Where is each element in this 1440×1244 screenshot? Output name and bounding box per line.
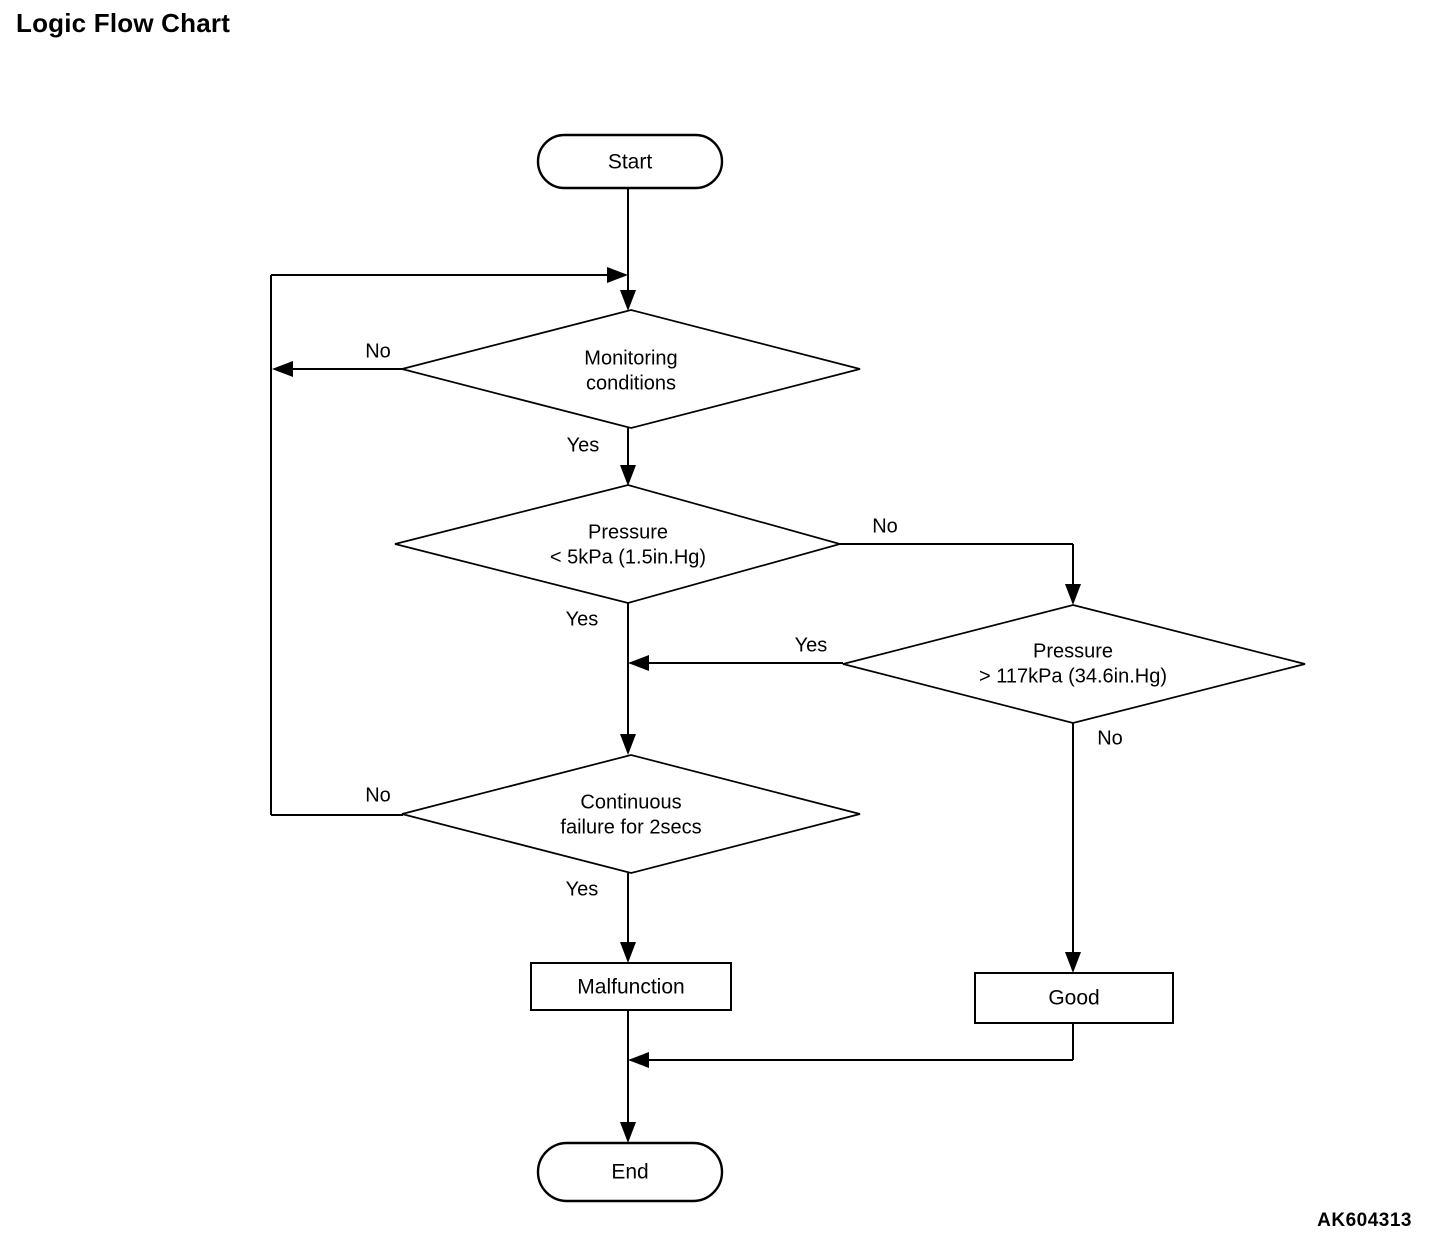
node-pressure-low-label-line2: < 5kPa (1.5in.Hg) (550, 546, 706, 568)
arrowhead-icon (607, 267, 628, 283)
node-end[interactable]: End (536, 1141, 724, 1203)
node-monitoring-label-line2: conditions (586, 372, 676, 394)
edge-good-to-join (628, 1023, 1074, 1068)
node-end-shape[interactable] (536, 1141, 724, 1203)
arrowhead-icon (620, 942, 636, 963)
node-monitoring-shape[interactable] (401, 309, 861, 429)
node-continuous-failure-shape[interactable] (401, 754, 861, 874)
node-pressure-high-shape[interactable] (842, 604, 1306, 724)
edge-label-phigh-no: No (1097, 727, 1123, 749)
arrowhead-icon (620, 734, 636, 755)
page-title: Logic Flow Chart (16, 8, 231, 38)
edge-monitoring-no (272, 361, 403, 377)
node-monitoring-label-line1: Monitoring (584, 347, 677, 369)
arrowhead-icon (628, 1052, 649, 1068)
arrowhead-icon (620, 1122, 636, 1143)
edge-phigh-no (1065, 723, 1081, 973)
figure-code-label: AK604313 (1317, 1210, 1412, 1231)
edge-monitoring-yes (620, 428, 636, 486)
edge-label-contfail-yes: Yes (566, 878, 599, 900)
edge-label-phigh-yes: Yes (795, 634, 828, 656)
node-pressure-low-label-line1: Pressure (588, 521, 668, 543)
node-pressure-high-label-line1: Pressure (1033, 640, 1113, 662)
node-good-shape[interactable] (974, 972, 1174, 1024)
node-pressure-high[interactable]: Pressure > 117kPa (34.6in.Hg) (842, 604, 1306, 724)
edge-loopback-rail (270, 267, 628, 815)
arrowhead-icon (272, 361, 293, 377)
node-layer: Start Monitoring conditions Pressure < 5… (394, 133, 1306, 1203)
node-pressure-low[interactable]: Pressure < 5kPa (1.5in.Hg) (394, 484, 844, 604)
node-continuous-failure-label-line2: failure for 2secs (560, 816, 701, 838)
node-start-shape[interactable] (536, 133, 724, 190)
node-end-label: End (611, 1161, 648, 1184)
node-continuous-failure-label-line1: Continuous (580, 791, 681, 813)
edge-plow-yes (620, 603, 636, 755)
edge-label-contfail-no: No (365, 784, 391, 806)
node-good[interactable]: Good (974, 972, 1174, 1024)
node-good-label: Good (1048, 987, 1099, 1010)
arrowhead-icon (620, 290, 636, 311)
arrowhead-icon (1065, 584, 1081, 605)
edge-plow-no (840, 543, 1081, 605)
node-pressure-low-shape[interactable] (394, 484, 844, 604)
node-malfunction[interactable]: Malfunction (530, 962, 732, 1011)
edge-malfunction-to-end (620, 1010, 636, 1143)
node-continuous-failure[interactable]: Continuous failure for 2secs (401, 754, 861, 874)
node-malfunction-label: Malfunction (577, 976, 684, 999)
arrowhead-icon (628, 655, 649, 671)
node-start-label: Start (608, 151, 653, 174)
edge-label-monitoring-yes: Yes (567, 434, 600, 456)
arrowhead-icon (1065, 952, 1081, 973)
connector-layer (270, 188, 1081, 1143)
edge-label-plow-no: No (872, 515, 898, 537)
node-pressure-high-label-line2: > 117kPa (34.6in.Hg) (979, 665, 1167, 687)
arrowhead-icon (620, 465, 636, 486)
edge-label-plow-yes: Yes (566, 608, 599, 630)
edge-phigh-yes (628, 655, 843, 671)
edge-label-monitoring-no: No (365, 340, 391, 362)
node-monitoring-conditions[interactable]: Monitoring conditions (401, 309, 861, 429)
edge-contfail-yes (620, 873, 636, 963)
node-malfunction-shape[interactable] (530, 962, 732, 1011)
node-start[interactable]: Start (536, 133, 724, 190)
edge-label-layer: No Yes No Yes Yes No No Yes (365, 340, 1123, 900)
edge-start-to-monitoring (620, 188, 636, 311)
